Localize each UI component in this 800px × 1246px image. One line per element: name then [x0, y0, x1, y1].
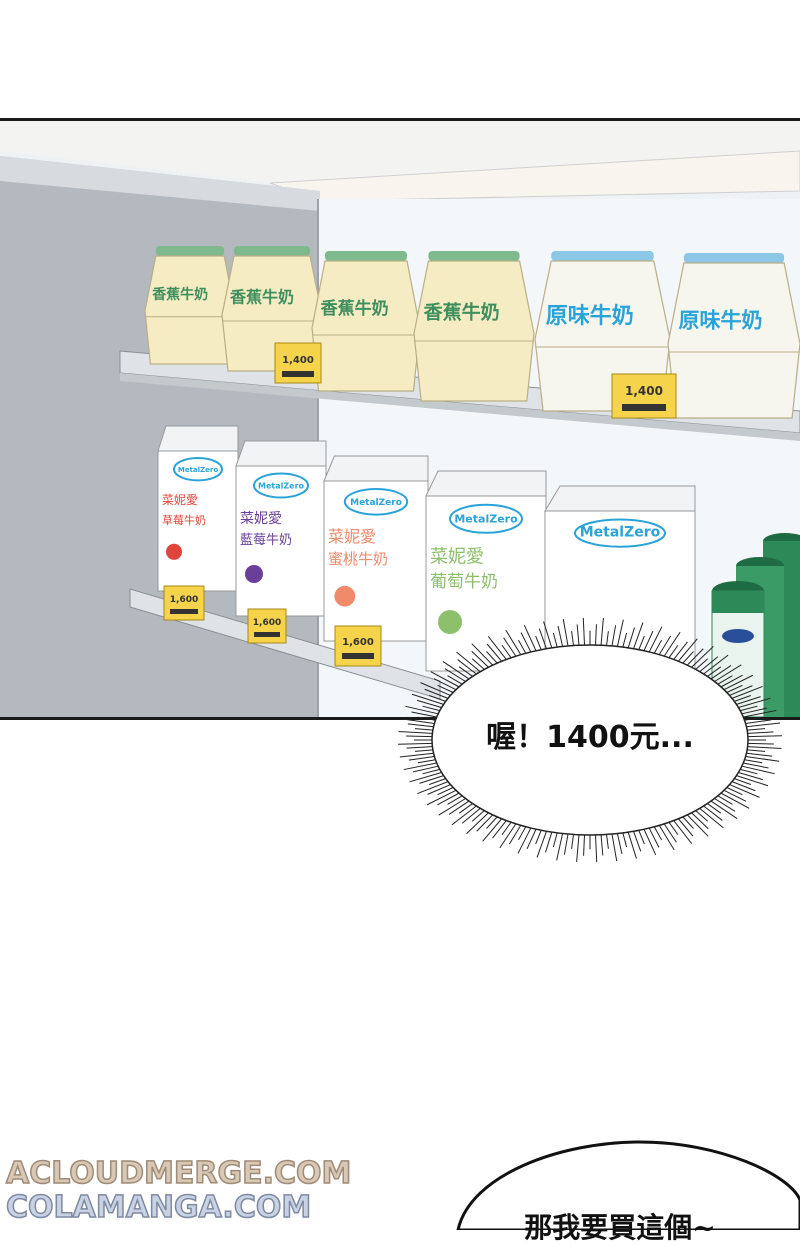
milk-bottle: 香蕉牛奶	[413, 251, 535, 402]
carton-logo: MetalZero	[350, 498, 402, 508]
price-tag-text: 1,600	[253, 618, 281, 628]
carton-brand: 菜妮愛	[240, 511, 282, 527]
bottle-label: 香蕉牛奶	[229, 287, 294, 306]
bottle-label: 香蕉牛奶	[423, 301, 500, 324]
price-tag-bottom-3: 1,600	[334, 625, 382, 667]
milk-bottle: 香蕉牛奶	[144, 246, 236, 365]
price-tag-top-2: 1,400	[611, 373, 677, 419]
green-bottles	[711, 533, 800, 717]
watermark-line-2: COLAMANGA.COM	[5, 1189, 312, 1226]
carton-flavor: 葡萄牛奶	[430, 572, 498, 592]
carton-flavor: 藍莓牛奶	[240, 533, 292, 548]
price-tag-text: 1,400	[282, 355, 314, 366]
price-tag-bottom-1: 1,600	[163, 585, 205, 621]
carton-brand: 菜妮愛	[328, 527, 376, 546]
carton-logo: MetalZero	[178, 466, 218, 474]
carton-flavor: 草莓牛奶	[162, 513, 206, 527]
price-tag-text: 1,600	[342, 637, 374, 648]
price-tag-text: 1,400	[625, 384, 663, 398]
watermark-line-1: ACLOUDMERGE.COM	[5, 1155, 352, 1192]
comic-panel: 香蕉牛奶香蕉牛奶香蕉牛奶香蕉牛奶原味牛奶原味牛奶 1,400 1,400 Met…	[0, 118, 800, 720]
milk-bottle: 香蕉牛奶	[221, 246, 323, 372]
carton-logo: MetalZero	[454, 512, 518, 525]
carton-brand: 菜妮愛	[162, 493, 198, 507]
speech-bubble-2-text: 那我要買這個~	[524, 1211, 716, 1244]
store-shelf-scene: 香蕉牛奶香蕉牛奶香蕉牛奶香蕉牛奶原味牛奶原味牛奶 1,400 1,400 Met…	[0, 121, 800, 717]
speech-bubble-1-text: 喔！1400元...	[486, 720, 694, 755]
bottle-label: 香蕉牛奶	[151, 286, 208, 303]
price-tag-top-1: 1,400	[274, 342, 322, 384]
milk-carton: MetalZero	[544, 485, 696, 682]
carton-flavor: 蜜桃牛奶	[328, 550, 388, 568]
carton-logo: MetalZero	[580, 525, 661, 541]
carton-brand: 菜妮愛	[430, 547, 484, 568]
price-tag-bottom-2: 1,600	[247, 608, 287, 644]
bottle-label: 原味牛奶	[679, 308, 763, 332]
milk-bottle: 香蕉牛奶	[311, 251, 421, 392]
milk-bottle: 原味牛奶	[667, 253, 800, 419]
bottle-label: 原味牛奶	[546, 303, 634, 329]
carton-logo: MetalZero	[258, 482, 305, 491]
price-tag-text: 1,600	[170, 595, 198, 605]
bottle-label: 香蕉牛奶	[321, 298, 389, 319]
